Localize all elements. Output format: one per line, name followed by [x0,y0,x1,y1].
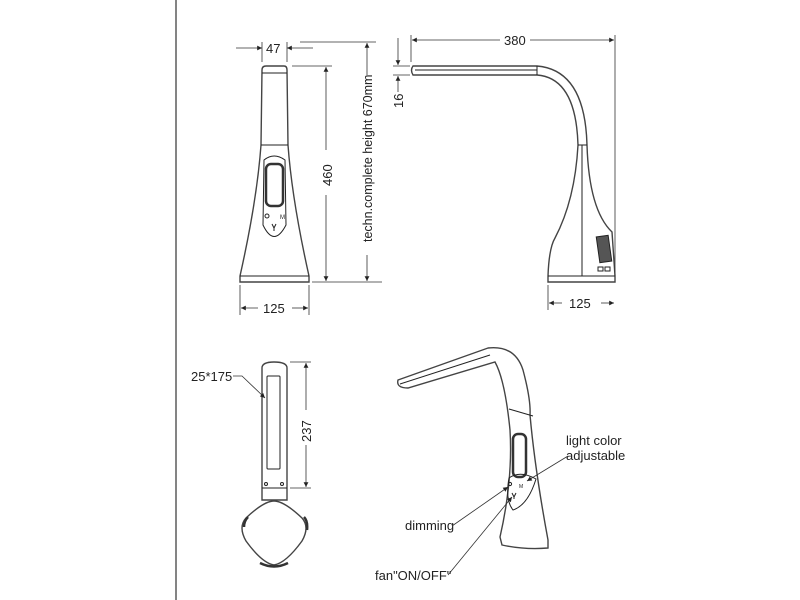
front-view: M 47 460 techn.complete height 670mm 125 [236,41,382,316]
lamp-head-top [261,361,288,501]
label-adjustable: adjustable [566,448,625,463]
power-icon [264,213,270,219]
lamp-perspective-outline [397,346,549,550]
lamp-base-top [241,500,307,566]
mode-icon: M [280,215,285,221]
dim-top-arm-length: 237 [299,420,314,442]
dim-top-width: 47 [266,41,280,56]
control-panel [262,155,287,237]
label-fan-on-off: fan"ON/OFF" [375,568,452,583]
dim-base-depth: 125 [569,296,591,311]
perspective-display [511,432,528,479]
fan-grille [595,234,613,264]
label-light-panel: 25*175 [191,369,232,384]
perspective-fan-icon [511,492,517,499]
dim-arm-thickness: 16 [391,94,406,108]
fan-icon [271,223,277,231]
label-light-color: light color [566,433,622,448]
dim-body-height: 460 [320,164,335,186]
dim-total-height: techn.complete height 670mm [361,75,375,242]
top-view: 25*175 237 [191,361,314,568]
lamp-front-outline [239,65,310,283]
lamp-side-outline [410,65,616,283]
dim-arm-length: 380 [504,33,526,48]
display-screen [264,162,285,208]
perspective-view: M light color adjustable dimming fan"ON/… [375,346,625,583]
label-dimming: dimming [405,518,454,533]
perspective-mode-icon: M [519,484,523,490]
perspective-power-icon [507,481,513,487]
side-view: 380 16 125 [391,33,616,311]
light-panel [266,375,281,470]
dim-base-width: 125 [263,301,285,316]
